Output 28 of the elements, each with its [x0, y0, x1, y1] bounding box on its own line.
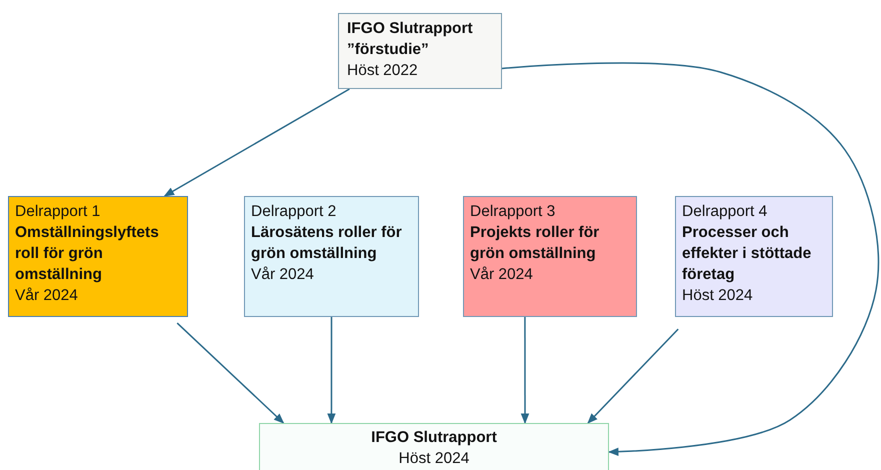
report-title: Processer och effekter i stöttade företag [682, 223, 812, 285]
report-label: Delrapport 3 [470, 202, 556, 222]
report-title: IFGO Slutrapport ”förstudie” [347, 19, 474, 60]
arrow [502, 62, 880, 456]
report-box [675, 196, 833, 317]
report-title: Projekts roller för grön omställning [470, 223, 600, 264]
arrow [164, 88, 350, 197]
arrow [176, 322, 284, 424]
report-date: Vår 2024 [15, 286, 79, 306]
report-date: Höst 2024 [682, 286, 754, 306]
report-label: Delrapport 4 [682, 202, 768, 222]
report-label: Delrapport 2 [251, 202, 338, 222]
arrow [327, 317, 336, 424]
arrow [587, 328, 679, 424]
report-date: Höst 2022 [347, 61, 419, 81]
arrow [520, 317, 530, 424]
report-box [338, 13, 502, 89]
report-date: Vår 2024 [470, 265, 534, 285]
report-label: Delrapport 1 [15, 202, 102, 222]
report-box [259, 423, 609, 470]
report-title: IFGO Slutrapport [370, 428, 498, 448]
report-box [8, 196, 188, 317]
report-title: Omställningslyftets roll för grön omställning [15, 223, 160, 285]
report-title: Lärosätens roller för grön omställning [251, 223, 403, 264]
report-date: Höst 2024 [398, 449, 470, 469]
report-box [244, 196, 419, 317]
report-date: Vår 2024 [251, 265, 315, 285]
report-box [463, 196, 637, 317]
